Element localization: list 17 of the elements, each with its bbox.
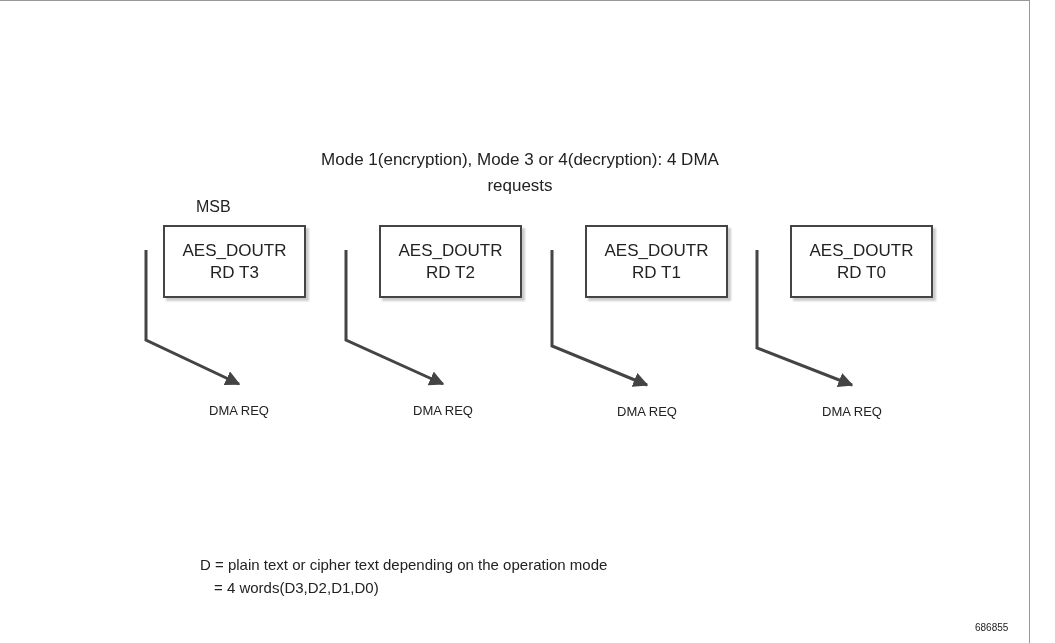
arrow <box>755 250 854 388</box>
register-box: AES_DOUTR RD T1 <box>585 225 728 298</box>
register-box: AES_DOUTR RD T0 <box>790 225 933 298</box>
request-label: DMA REQ <box>816 401 888 421</box>
register-box: AES_DOUTR RD T3 <box>163 225 306 298</box>
note-text: = 4 words(D3,D2,D1,D0) <box>214 579 379 596</box>
arrow <box>344 250 445 386</box>
diagram-title: Mode 1(encryption), Mode 3 or 4(decryption): 4 DMA requests <box>320 149 720 197</box>
arrow <box>550 250 649 387</box>
register-box: AES_DOUTR RD T2 <box>379 225 522 298</box>
figure-number: 686855 <box>975 622 1009 633</box>
bit-label: MSB <box>196 198 231 216</box>
request-label: DMA REQ <box>611 401 683 421</box>
request-label: DMA REQ <box>203 400 275 420</box>
arrow <box>144 250 241 386</box>
request-label: DMA REQ <box>407 400 479 420</box>
note-text: D = plain text or cipher text depending on the operation mode <box>200 556 608 573</box>
